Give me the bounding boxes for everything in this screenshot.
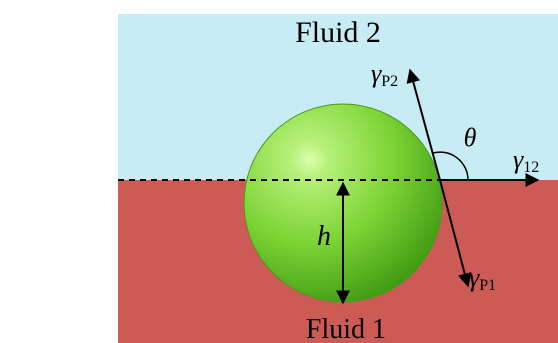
contact-angle-arc (432, 151, 469, 181)
height-label: h (317, 221, 331, 252)
theta-label: θ (464, 123, 477, 152)
gamma-p2-arrow (406, 68, 441, 181)
gamma-p1-arrow (439, 179, 472, 288)
gamma-p2-label: γP2 (371, 59, 398, 90)
gamma-12-label: γ12 (513, 145, 539, 176)
fluid-2-label: Fluid 2 (295, 16, 381, 49)
gamma-p1-label: γP1 (469, 263, 496, 294)
fluid-1-label: Fluid 1 (306, 314, 386, 343)
